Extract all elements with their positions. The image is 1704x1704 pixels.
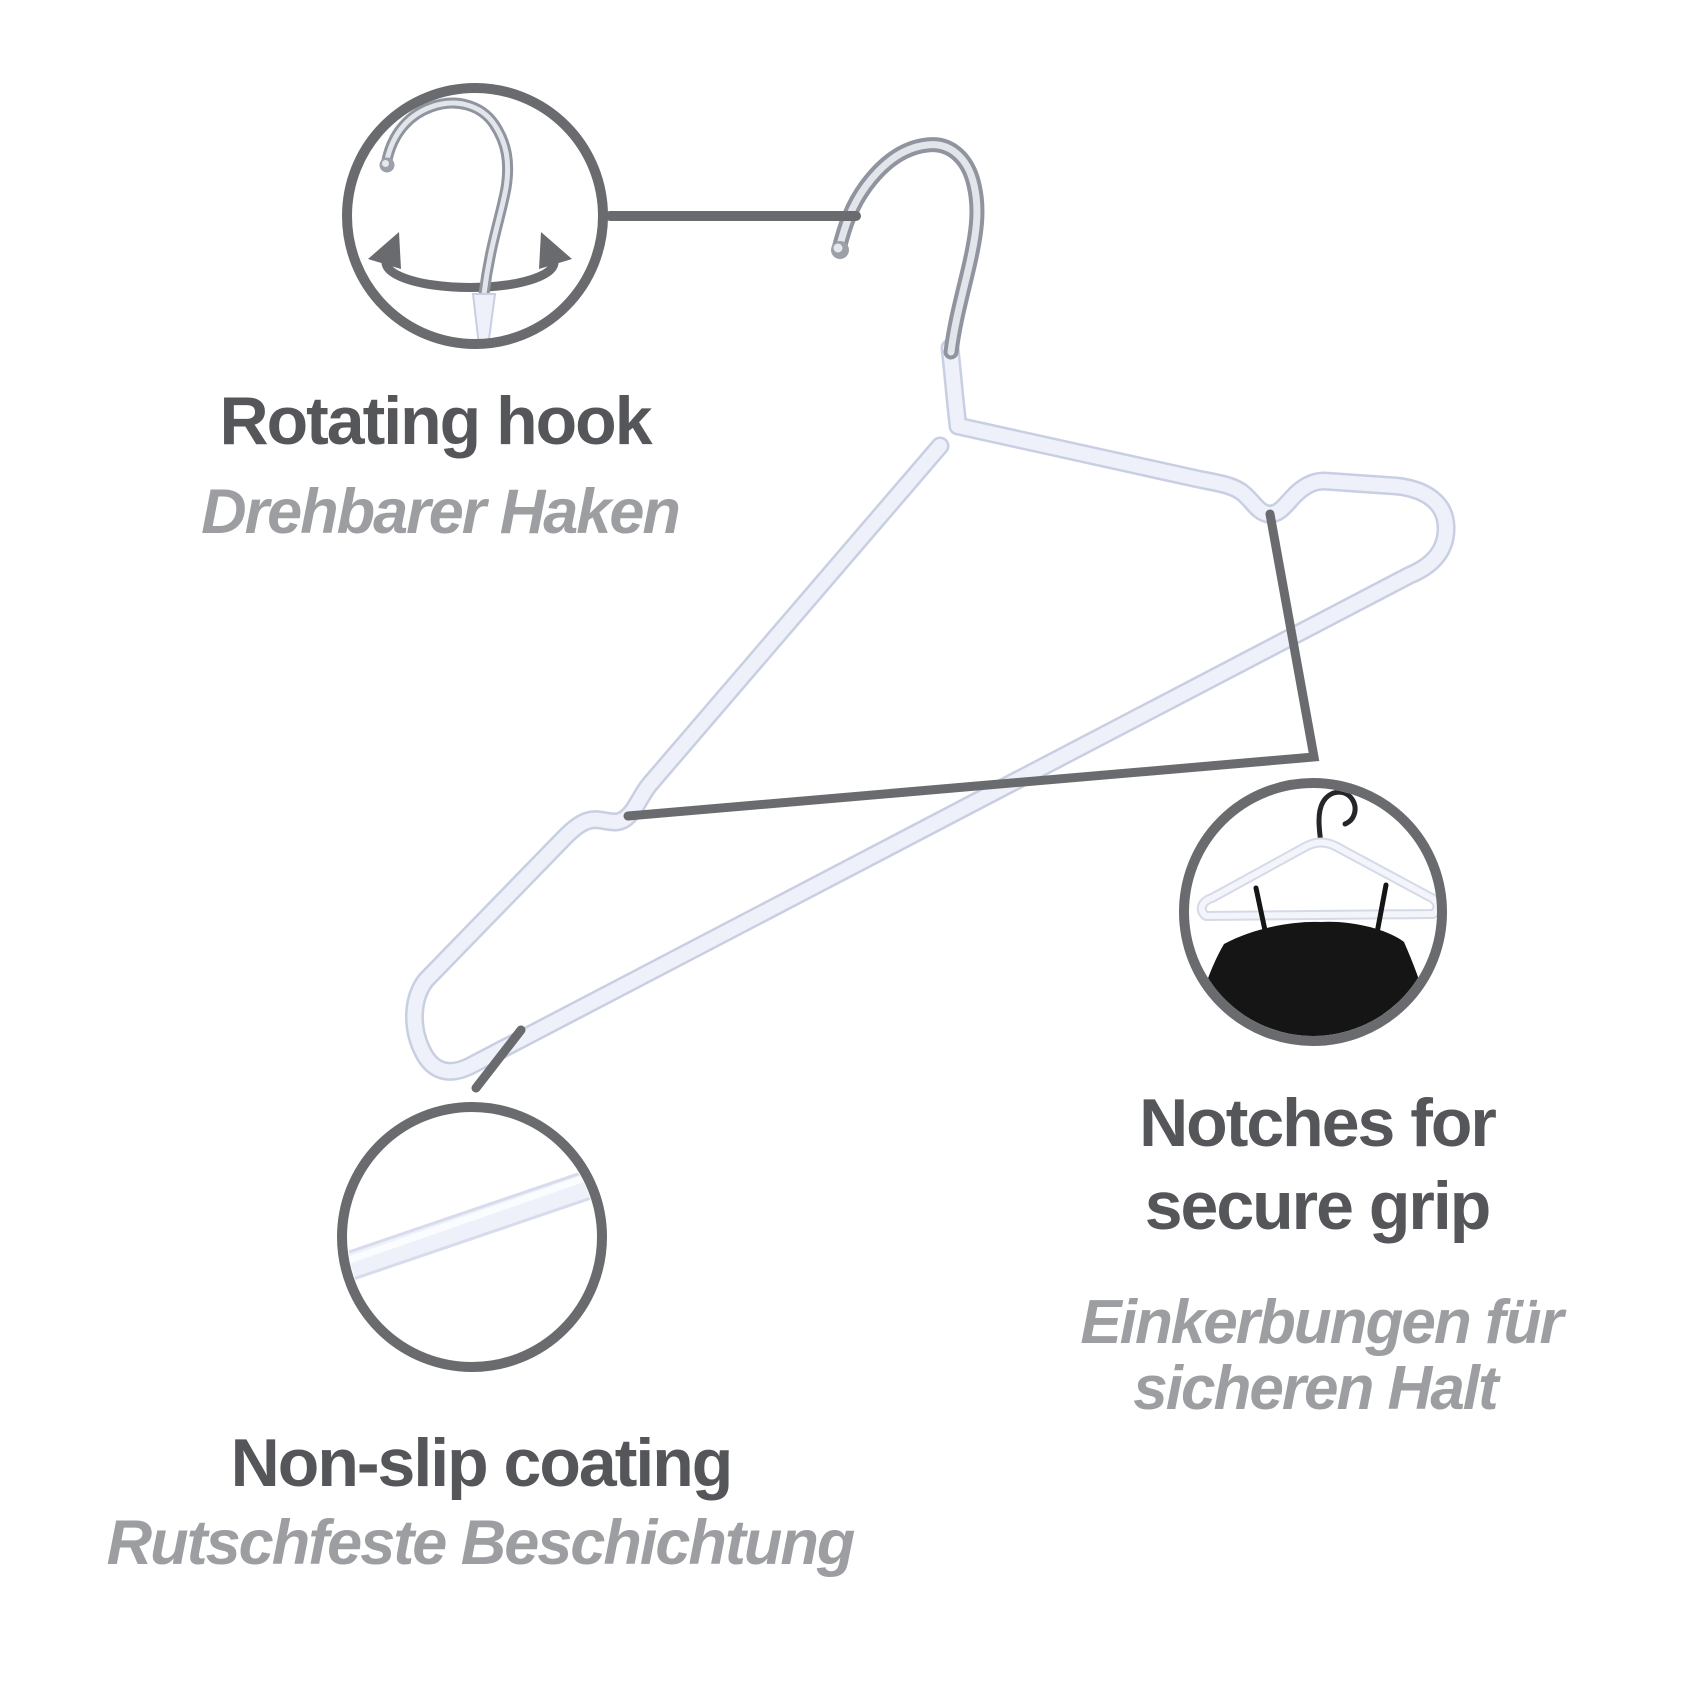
detail-circle-ring	[1179, 778, 1447, 1046]
label-rotating-hook-de: Drehbarer Haken	[201, 477, 679, 547]
coated-bar-icon	[348, 1161, 596, 1287]
detail-circle-ring	[342, 83, 608, 349]
hanger-hook-icon	[831, 137, 985, 360]
rotation-arrow-icon	[368, 232, 572, 292]
label-notches-de-line1: Einkerbungen für	[1080, 1288, 1566, 1357]
label-notches-en-line1: Notches for	[1139, 1085, 1496, 1161]
camisole-garment	[1189, 921, 1437, 1036]
label-notches-en-line2: secure grip	[1145, 1168, 1490, 1244]
label-notches-de-line2: sicheren Halt	[1133, 1354, 1501, 1423]
connector-line-coating	[471, 1025, 526, 1093]
notches-detail-circle	[1179, 778, 1447, 1046]
label-rotating-hook-en: Rotating hook	[219, 383, 652, 459]
connector-line-notches	[623, 509, 1320, 821]
detail-circle-ring	[337, 1102, 607, 1372]
callout-connectors	[471, 211, 1320, 1093]
rotating-hook-detail-circle	[342, 83, 608, 349]
coating-detail-circle	[337, 1102, 607, 1372]
label-non-slip-en: Non-slip coating	[231, 1425, 732, 1501]
mini-hanger-icon	[1196, 789, 1437, 938]
label-non-slip-de: Rutschfeste Beschichtung	[107, 1508, 855, 1578]
